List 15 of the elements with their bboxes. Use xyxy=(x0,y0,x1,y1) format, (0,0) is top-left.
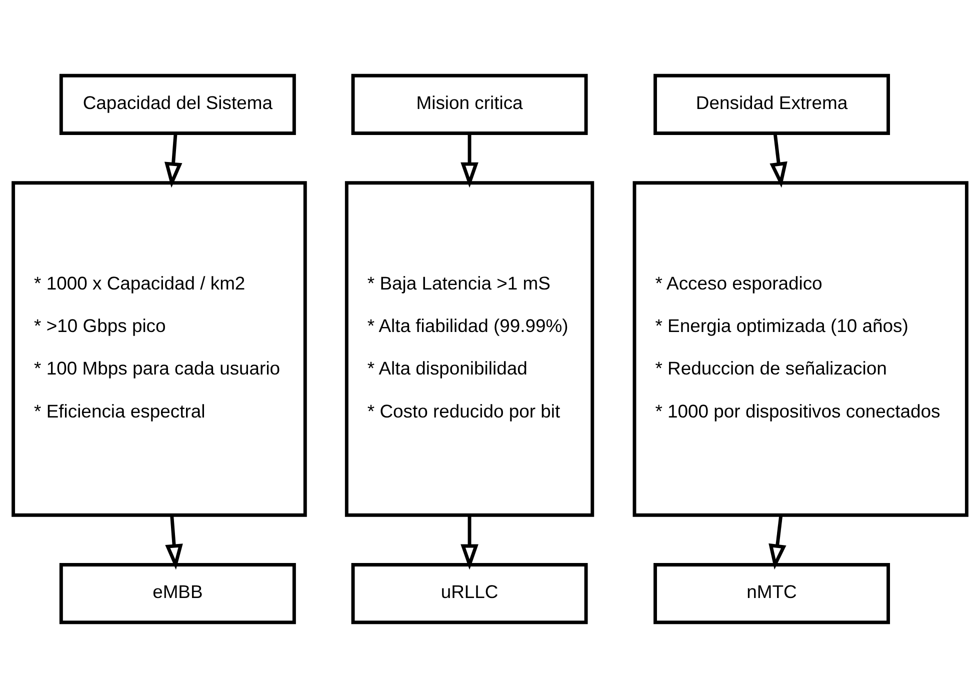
node-box: nMTC xyxy=(654,562,890,624)
node-box: uRLLC xyxy=(351,562,588,624)
node-box: * 1000 x Capacidad / km2 * >10 Gbps pico * 100 Mbps para cada usuario * Eficiencia espectral xyxy=(12,181,307,517)
node-box: Capacidad del Sistema xyxy=(59,74,296,136)
arrow xyxy=(164,133,182,188)
node-box: eMBB xyxy=(59,562,296,624)
arrow xyxy=(460,515,478,570)
node-box: Densidad Extrema xyxy=(654,74,890,136)
arrow xyxy=(768,515,786,570)
node-box: Mision critica xyxy=(351,74,588,136)
node-box: * Acceso esporadico * Energia optimizada (10 años) * Reduccion de señalizacion * 1000 por dispositivos conectados xyxy=(632,181,968,517)
arrow xyxy=(460,133,478,188)
arrow xyxy=(770,133,788,188)
node-box: * Baja Latencia >1 mS * Alta fiabilidad (99.99%) * Alta disponibilidad * Costo reducido por bit xyxy=(344,181,594,517)
arrow xyxy=(165,515,183,570)
